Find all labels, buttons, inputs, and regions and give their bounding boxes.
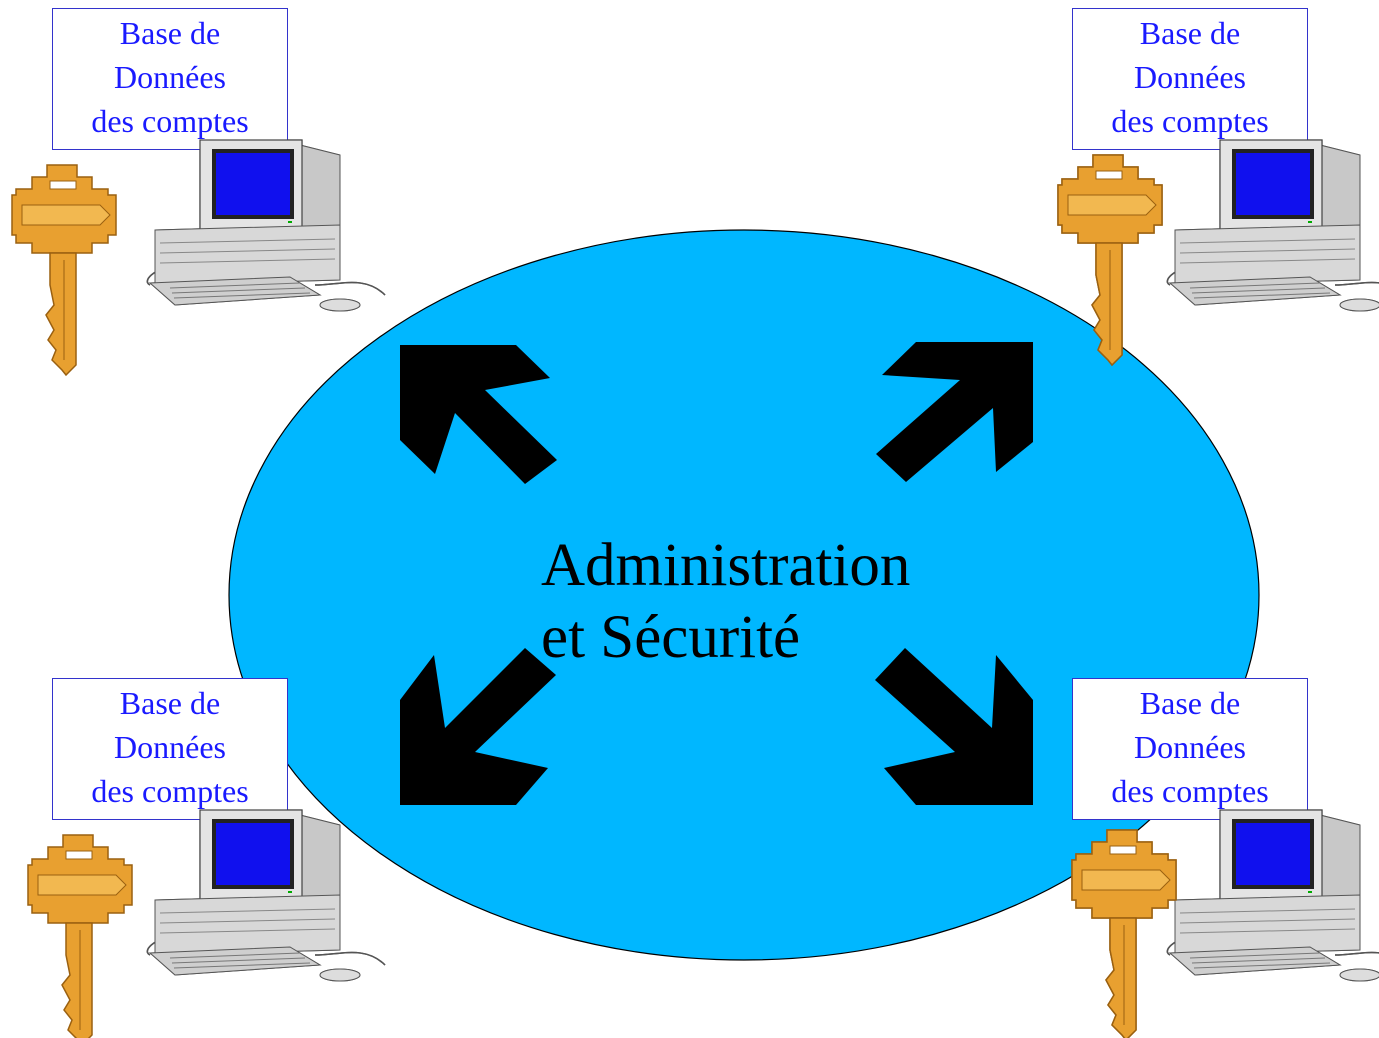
db-label-line2: Données bbox=[114, 59, 226, 95]
db-label-line1: Base de bbox=[119, 15, 221, 51]
key-icon-top-left bbox=[11, 164, 117, 376]
key-icon-bottom-right bbox=[1071, 829, 1177, 1038]
db-label-line1: Base de bbox=[119, 685, 221, 721]
db-label-line3: des comptes bbox=[91, 103, 249, 139]
db-label-line2: Données bbox=[1134, 729, 1246, 765]
database-box-top-right: Base de Données des comptes bbox=[1072, 8, 1308, 150]
arrow-icon-down-left bbox=[400, 648, 556, 805]
db-label-line1: Base de bbox=[1139, 685, 1241, 721]
center-title-line2: et Sécurité bbox=[541, 604, 801, 671]
arrow-icon-down-right bbox=[875, 648, 1033, 805]
database-box-bottom-right: Base de Données des comptes bbox=[1072, 678, 1308, 820]
db-label-line3: des comptes bbox=[1111, 103, 1269, 139]
center-title-line1: Administration bbox=[541, 532, 911, 599]
center-title: Administration et Sécurité bbox=[541, 530, 910, 674]
database-box-top-left: Base de Données des comptes bbox=[52, 8, 288, 150]
db-label-line3: des comptes bbox=[91, 773, 249, 809]
db-label-line2: Données bbox=[114, 729, 226, 765]
computer-icon-top-right bbox=[1166, 139, 1379, 312]
computer-icon-bottom-right bbox=[1166, 809, 1379, 982]
computer-icon-bottom-left bbox=[146, 809, 386, 982]
arrow-icon-up-left bbox=[400, 345, 557, 484]
db-label-line3: des comptes bbox=[1111, 773, 1269, 809]
database-box-bottom-left: Base de Données des comptes bbox=[52, 678, 288, 820]
computer-icon-top-left bbox=[146, 139, 386, 312]
arrow-icon-up-right bbox=[876, 342, 1033, 482]
key-icon-bottom-left bbox=[27, 834, 133, 1038]
db-label-line1: Base de bbox=[1139, 15, 1241, 51]
db-label-line2: Données bbox=[1134, 59, 1246, 95]
